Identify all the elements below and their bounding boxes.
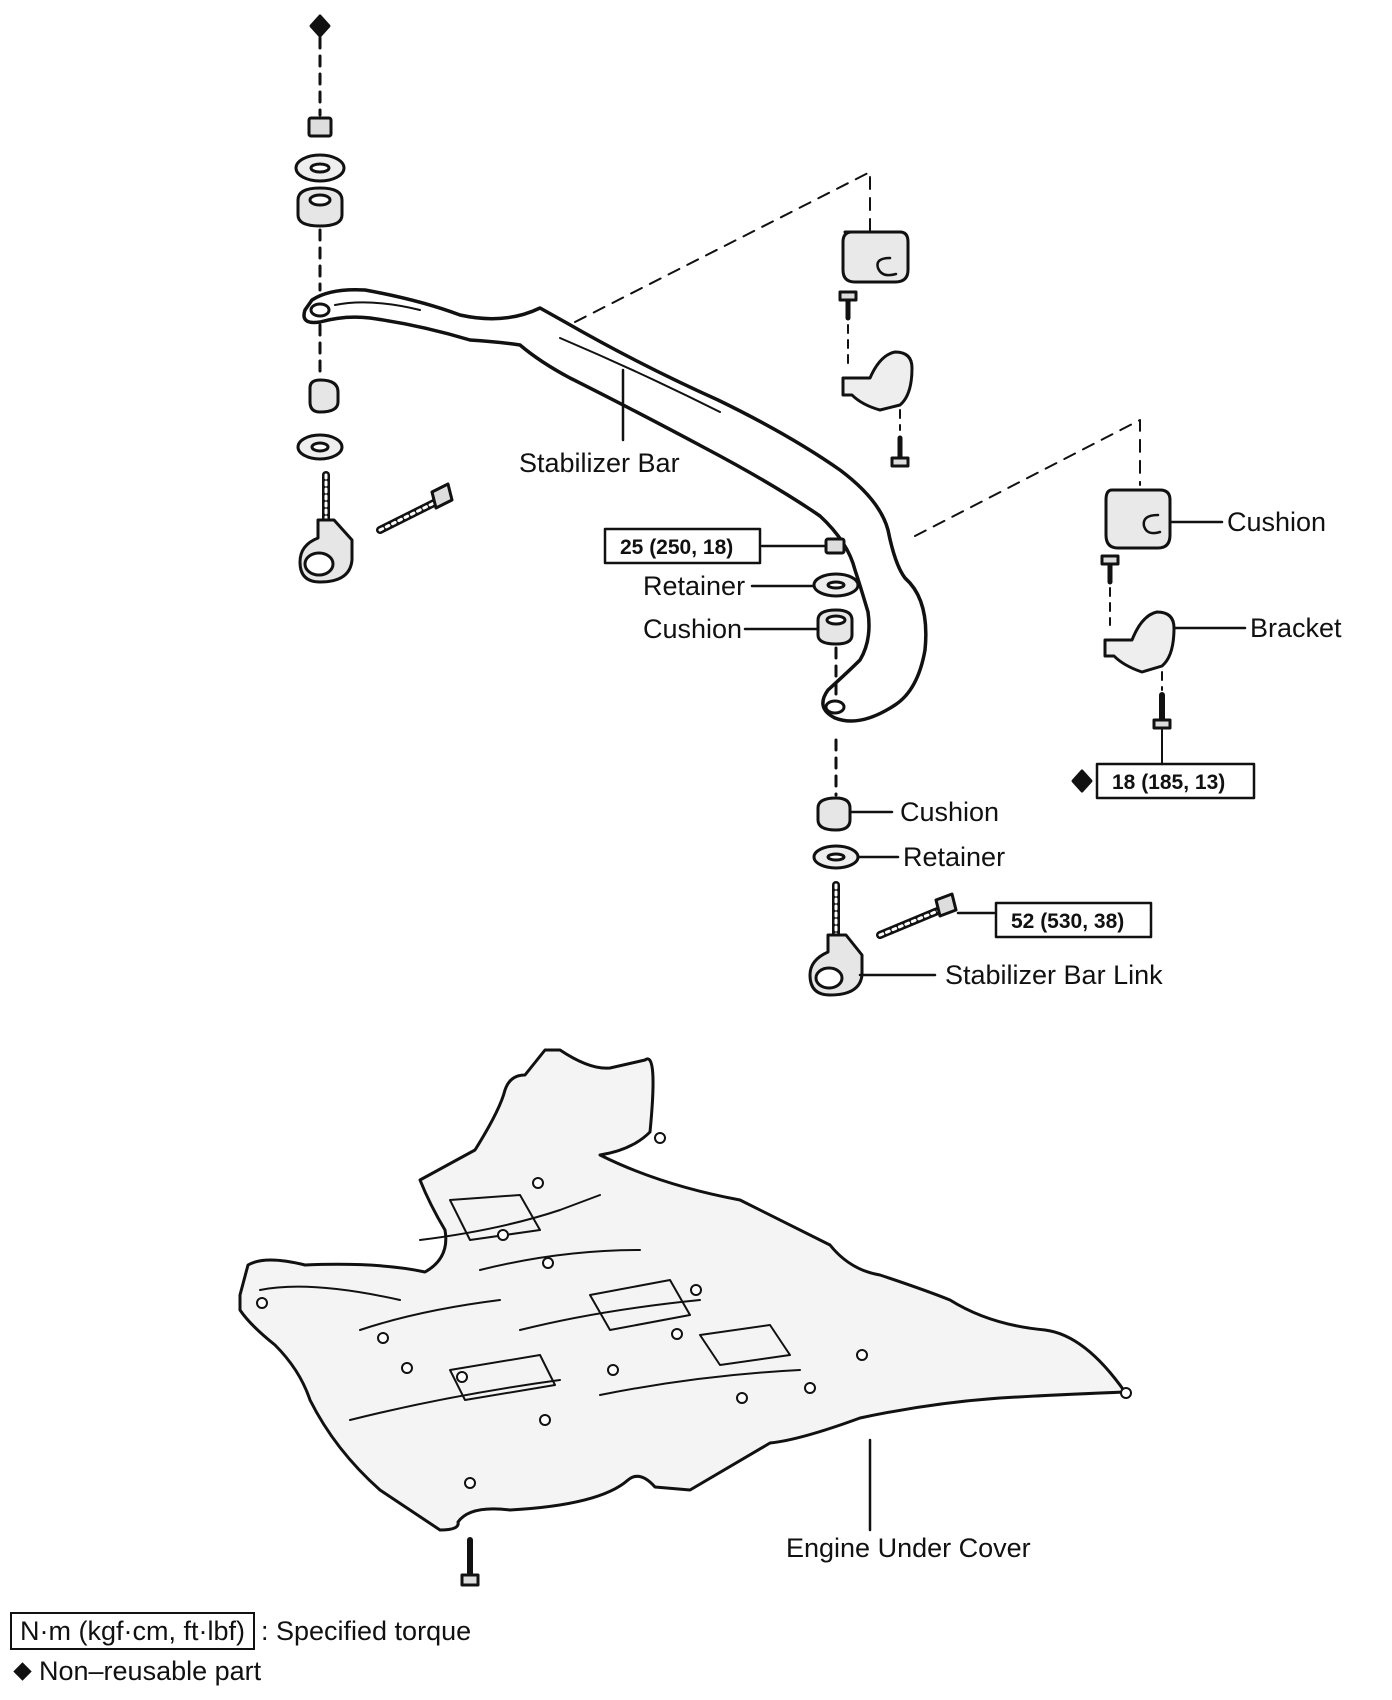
legend-nonreusable: Non–reusable part: [10, 1656, 261, 1687]
label-cushion-right: Cushion: [1227, 507, 1326, 537]
legend-torque-desc: : Specified torque: [260, 1615, 472, 1646]
right-link-assembly: [808, 537, 958, 997]
label-retainer-upper: Retainer: [643, 571, 745, 601]
torque-link-bolt: 52 (530, 38): [1011, 910, 1124, 933]
label-engine-under-cover: Engine Under Cover: [786, 1533, 1031, 1563]
upper-bracket: [841, 350, 914, 412]
nonreusable-diamond-icon: [309, 14, 331, 38]
nonreusable-diamond-icon: [1071, 769, 1093, 793]
torque-bracket-bolt: 18 (185, 13): [1112, 771, 1225, 794]
legend-torque-unit-box: N·m (kgf·cm, ft·lbf): [10, 1612, 255, 1650]
left-link-assembly: [294, 14, 454, 584]
label-stabilizer-bar: Stabilizer Bar: [519, 448, 680, 478]
torque-box-bracket-bolt: [1095, 762, 1256, 800]
label-cushion-upper: Cushion: [643, 614, 742, 644]
torque-box-link-nut: [603, 527, 762, 565]
torque-box-link-bolt: [994, 901, 1153, 939]
right-cushion-lower: [816, 796, 852, 832]
upper-cushion: [841, 230, 910, 284]
legend-nonreusable-text: Non–reusable part: [39, 1656, 262, 1686]
legend-torque: N·m (kgf·cm, ft·lbf) : Specified torque: [10, 1612, 471, 1650]
left-cushion-lower: [308, 378, 340, 414]
lower-bushing-group: [914, 419, 1176, 765]
left-cushion-upper: [296, 186, 344, 228]
left-nut: [307, 116, 333, 138]
label-retainer-lower: Retainer: [903, 842, 1005, 872]
right-bracket: [1103, 610, 1176, 674]
leader-lines: [743, 520, 1247, 977]
upper-bushing-group: [574, 171, 914, 468]
nonreusable-diamond-icon: [13, 1662, 32, 1681]
label-cushion-lower: Cushion: [900, 797, 999, 827]
right-cushion: [1104, 488, 1172, 550]
label-bracket: Bracket: [1250, 613, 1342, 643]
engine-under-cover: [238, 1048, 1132, 1587]
label-stabilizer-bar-link: Stabilizer Bar Link: [945, 960, 1163, 990]
stabilizer-bar: [302, 287, 928, 723]
torque-link-nut: 25 (250, 18): [620, 536, 733, 559]
